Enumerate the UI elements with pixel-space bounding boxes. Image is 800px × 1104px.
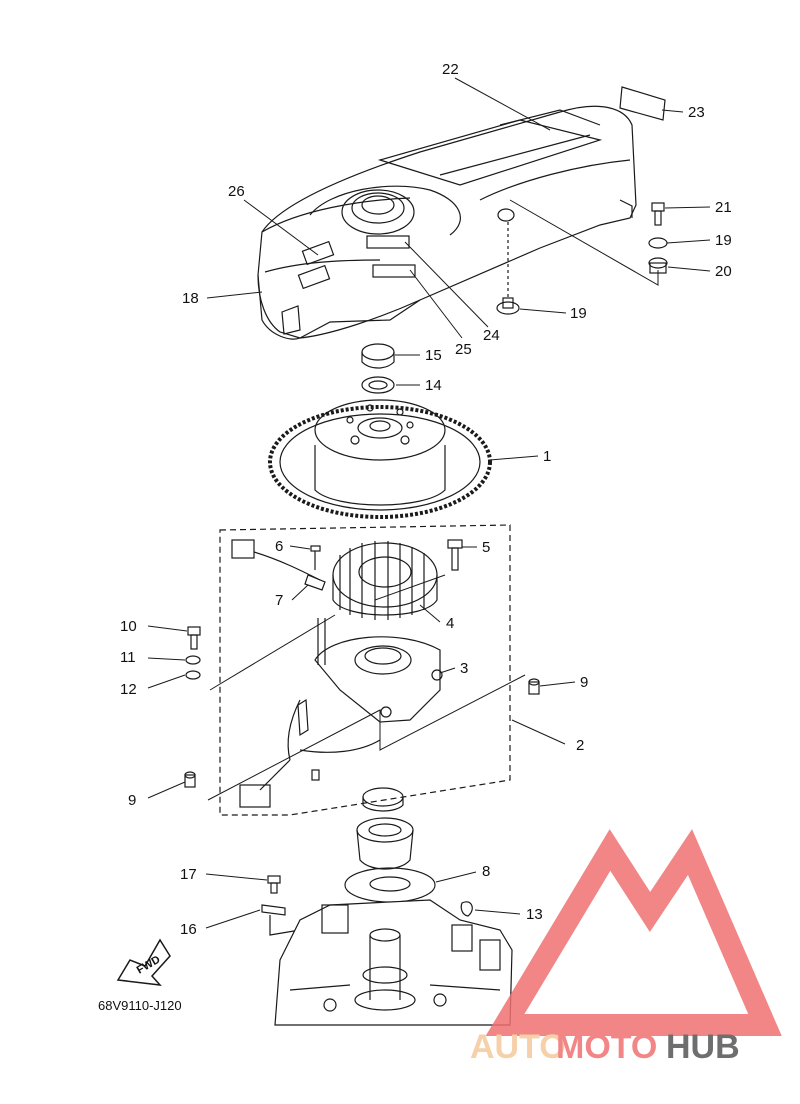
stator-assembly-box — [219, 524, 511, 816]
automotohub-watermark: AUTO MOTO HUB — [470, 829, 782, 1066]
callout-22: 22 — [442, 61, 459, 78]
callout-12: 12 — [120, 681, 137, 698]
nut-15 — [361, 343, 395, 369]
washer-12 — [185, 670, 201, 680]
bracket-16 — [261, 904, 301, 936]
triangle-logo-icon — [485, 829, 782, 1036]
callout-15: 15 — [425, 347, 442, 364]
callout-5: 5 — [482, 539, 490, 556]
callout-19a: 19 — [715, 232, 732, 249]
washer-14 — [361, 376, 395, 394]
base-plate — [314, 618, 443, 723]
bolt-10 — [187, 626, 201, 650]
callout-4: 4 — [446, 615, 454, 632]
dowel-pin-9-right — [528, 678, 540, 695]
bolt-17 — [267, 875, 281, 894]
washer-11 — [185, 655, 201, 665]
callout-6: 6 — [275, 538, 283, 555]
flywheel-cover — [257, 105, 637, 340]
callout-18: 18 — [182, 290, 199, 307]
fwd-arrow-icon — [116, 938, 171, 986]
callout-9-right: 9 — [580, 674, 588, 691]
plate-8 — [344, 867, 436, 903]
dowel-pin-9-left — [184, 771, 196, 788]
coupling — [356, 817, 414, 870]
callout-25: 25 — [455, 341, 472, 358]
stator-connector — [231, 539, 326, 591]
callout-2: 2 — [576, 737, 584, 754]
callout-14: 14 — [425, 377, 442, 394]
callout-19b: 19 — [570, 305, 587, 322]
callout-7: 7 — [275, 592, 283, 609]
callout-20: 20 — [715, 263, 732, 280]
callout-21: 21 — [715, 199, 732, 216]
callout-10: 10 — [120, 618, 137, 635]
watermark-moto: MOTO — [556, 1028, 657, 1066]
key-ring — [362, 787, 404, 812]
callout-11: 11 — [120, 649, 136, 666]
bolt-21 — [651, 202, 665, 226]
callout-24: 24 — [483, 327, 500, 344]
label-23-sticker — [619, 86, 666, 121]
engine-block — [274, 899, 513, 1026]
washer-19-top — [648, 237, 668, 249]
screw-6 — [310, 545, 321, 570]
callout-8: 8 — [482, 863, 490, 880]
callout-17: 17 — [180, 866, 197, 883]
callout-3: 3 — [460, 660, 468, 677]
watermark-auto: AUTO — [470, 1028, 566, 1066]
flywheel-magneto — [268, 399, 492, 519]
watermark-hub: HUB — [666, 1028, 740, 1066]
callout-13: 13 — [526, 906, 543, 923]
wiring-harness — [239, 698, 381, 808]
stator-coil — [332, 541, 438, 620]
key-13 — [460, 901, 473, 917]
callout-1: 1 — [543, 448, 551, 465]
screw-5 — [447, 539, 463, 571]
callout-9-left: 9 — [128, 792, 136, 809]
callout-23: 23 — [688, 104, 705, 121]
washer-19-bottom — [496, 297, 520, 315]
callout-16: 16 — [180, 921, 197, 938]
diagram-code: 68V9110-J120 — [98, 998, 182, 1013]
callout-26: 26 — [228, 183, 245, 200]
